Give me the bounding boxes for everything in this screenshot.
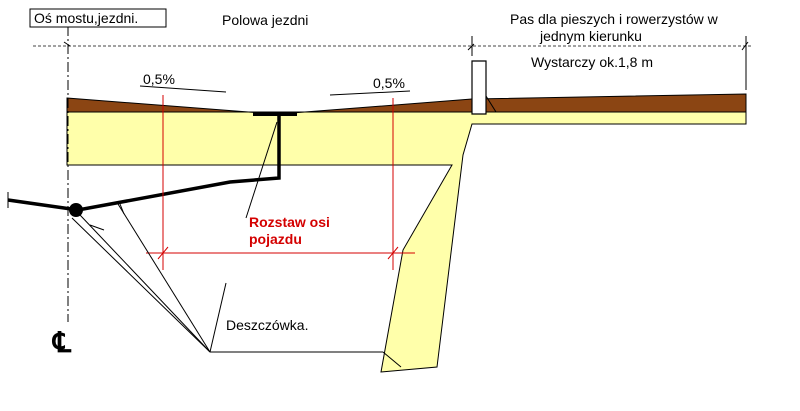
half-road-label: Polowa jezdni bbox=[222, 12, 308, 28]
slope-indicator-left bbox=[139, 85, 227, 93]
leader-rain-1 bbox=[79, 214, 211, 353]
drain-collector bbox=[69, 203, 83, 217]
leader-rain-6 bbox=[382, 351, 402, 368]
axis-label: Oś mostu,jezdni. bbox=[34, 10, 138, 26]
rainwater-label: Deszczówka. bbox=[226, 317, 308, 333]
slope-label-left: 0,5% bbox=[143, 71, 175, 87]
top-dimension-arrow-mid bbox=[467, 43, 475, 51]
drain-pipe bbox=[7, 115, 281, 212]
footpath-label-line1: Pas dla pieszych i rowerzystów w bbox=[510, 11, 719, 27]
leader-small-2 bbox=[119, 203, 125, 215]
leader-small-1 bbox=[89, 224, 105, 231]
centerline-symbol: ℄ bbox=[51, 328, 72, 359]
concrete-deck-and-pier bbox=[66, 111, 747, 373]
slope-indicator-right bbox=[329, 90, 411, 96]
leader-axle-to-drain bbox=[245, 121, 278, 219]
footpath-width-label: Wystarczy ok.1,8 m bbox=[531, 54, 653, 70]
asphalt-layer bbox=[66, 93, 747, 114]
axle-tick-right bbox=[387, 246, 399, 260]
axle-tick-left bbox=[157, 246, 169, 260]
leader-rain-4 bbox=[209, 282, 227, 353]
leader-rain-3 bbox=[117, 203, 211, 353]
axle-spacing-label-line1: Rozstaw osi bbox=[249, 214, 330, 230]
railing-post-brace bbox=[485, 95, 497, 113]
top-dimension-arrow-left bbox=[63, 41, 71, 47]
top-dimension-arrow-right bbox=[741, 41, 749, 51]
railing-post bbox=[471, 60, 487, 115]
footpath-label-line2: jednym kierunku bbox=[539, 28, 642, 44]
leader-rain-2 bbox=[71, 217, 211, 353]
slope-label-right: 0,5% bbox=[373, 75, 405, 91]
axis-label-box bbox=[29, 8, 167, 28]
axle-spacing-label-line2: pojazdu bbox=[249, 231, 302, 247]
